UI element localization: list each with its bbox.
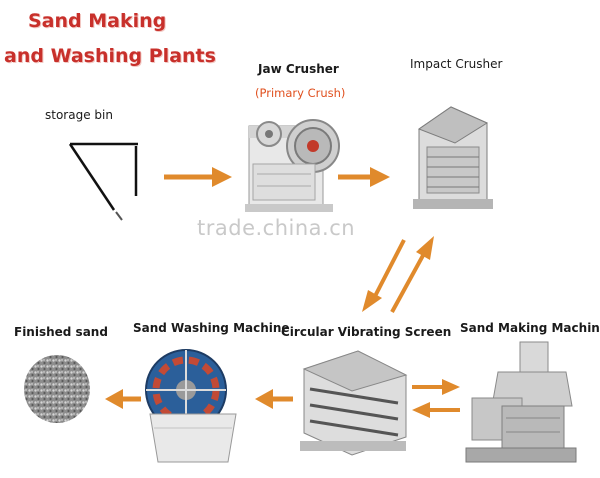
finished-sand-image (24, 355, 90, 423)
diagram-title-line2: and Washing Plants (4, 45, 216, 67)
arrows-impact-screen-loop (362, 236, 434, 313)
jaw-crusher-image (245, 119, 340, 212)
circular-vibrating-screen-image (300, 350, 408, 456)
arrow-bin-to-jaw (164, 167, 232, 187)
storage-bin-label: storage bin (45, 108, 113, 122)
arrow-screen-to-washer (255, 389, 293, 409)
sand-washing-machine-image (145, 349, 237, 463)
arrow-jaw-to-impact (338, 167, 390, 187)
sand-washing-machine-label: Sand Washing Machine (133, 321, 290, 335)
arrows-screen-sandmaker-loop (412, 379, 460, 418)
circular-vibrating-screen-label: Circular Vibrating Screen (281, 325, 452, 339)
storage-bin-icon (68, 142, 138, 221)
sand-making-machine-image (465, 341, 577, 463)
sand-making-machine-label: Sand Making Machine (460, 321, 600, 335)
jaw-crusher-label: Jaw Crusher (258, 62, 339, 76)
impact-crusher-image (413, 106, 493, 209)
finished-sand-label: Finished sand (14, 325, 108, 339)
jaw-crusher-sublabel: (Primary Crush) (255, 86, 346, 100)
arrow-washer-to-sand (105, 389, 141, 409)
diagram-title-line1: Sand Making (28, 10, 167, 32)
impact-crusher-label: Impact Crusher (410, 57, 503, 71)
watermark: trade.china.cn (197, 216, 356, 240)
